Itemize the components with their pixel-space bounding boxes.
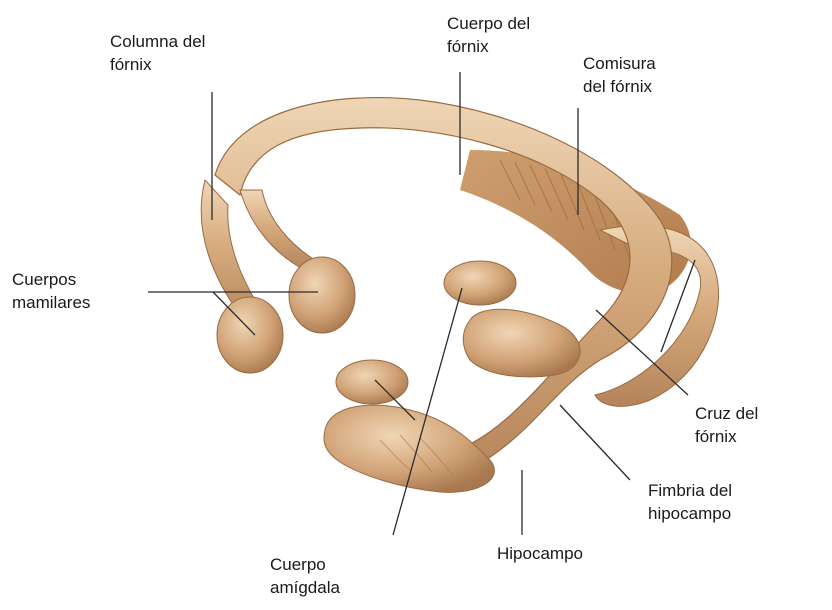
label-hipocampo: Hipocampo: [497, 542, 583, 565]
label-line: Fimbria del: [648, 479, 732, 502]
amygdala-small: [336, 360, 408, 404]
label-line: Columna del: [110, 30, 205, 53]
label-line: Hipocampo: [497, 542, 583, 565]
label-cuerpo-fornix: Cuerpo del fórnix: [447, 12, 530, 58]
label-cuerpos-mamilares: Cuerpos mamilares: [12, 268, 90, 314]
label-line: Cuerpo: [270, 553, 340, 576]
label-cuerpo-amigdala: Cuerpo amígdala: [270, 553, 340, 599]
label-line: Cuerpos: [12, 268, 90, 291]
leader-fimbria: [560, 405, 630, 480]
label-cruz-fornix: Cruz del fórnix: [695, 402, 758, 448]
label-line: Comisura: [583, 52, 656, 75]
label-line: amígdala: [270, 576, 340, 599]
mammillary-body-right: [289, 257, 355, 333]
amygdala-upper: [444, 261, 516, 305]
label-line: mamilares: [12, 291, 90, 314]
label-line: fórnix: [110, 53, 205, 76]
label-fimbria-hipocampo: Fimbria del hipocampo: [648, 479, 732, 525]
label-line: Cuerpo del: [447, 12, 530, 35]
label-columna-fornix: Columna del fórnix: [110, 30, 205, 76]
label-line: Cruz del: [695, 402, 758, 425]
amygdala-middle: [463, 309, 580, 377]
label-line: fórnix: [447, 35, 530, 58]
fornix-column-right: [240, 190, 318, 270]
label-line: del fórnix: [583, 75, 656, 98]
label-line: fórnix: [695, 425, 758, 448]
label-comisura-fornix: Comisura del fórnix: [583, 52, 656, 98]
mammillary-body-left: [217, 297, 283, 373]
label-line: hipocampo: [648, 502, 732, 525]
